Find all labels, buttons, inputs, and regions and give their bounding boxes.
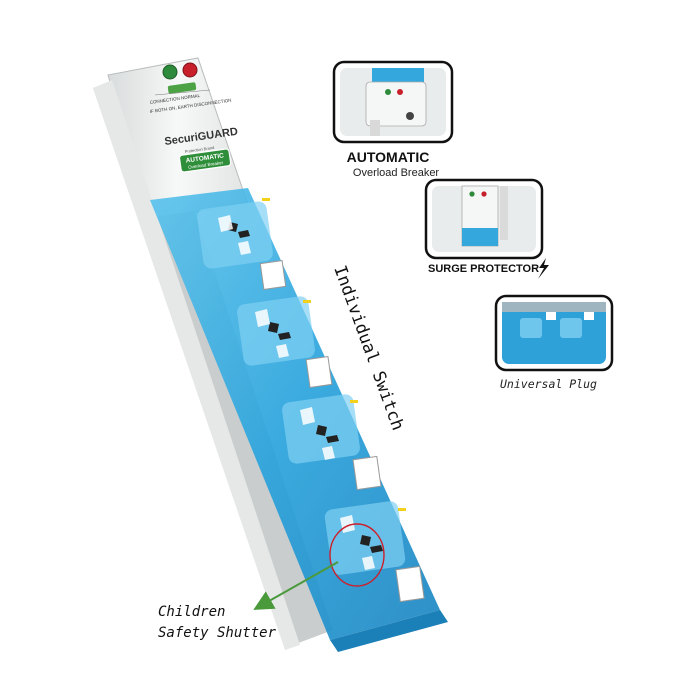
indicator-rule (154, 89, 211, 96)
socket-3 (282, 394, 382, 491)
socket-1-pins-icon (228, 222, 250, 238)
socket-4 (324, 501, 425, 603)
lightning-icon (538, 258, 549, 279)
switch-3-icon (352, 455, 382, 491)
children-label-line2: Safety Shutter (158, 625, 277, 641)
sticker-icon (167, 82, 197, 94)
switch-4-icon (395, 565, 425, 603)
switch-2-icon (305, 356, 333, 388)
callout-automatic-title: AUTOMATIC (347, 149, 430, 165)
socket-1 (197, 201, 287, 290)
switch-1-icon (259, 260, 287, 290)
callout-universal (494, 294, 614, 372)
indicator-red-icon (182, 62, 198, 78)
automatic-badge: AUTOMATIC Overload Breaker (178, 148, 232, 173)
power-strip: CONNECTION NORMAL IF BOTH ON, EARTH DISC… (93, 57, 448, 652)
indicator-green-icon (162, 64, 178, 80)
callout-surge-label: SURGE PROTECTOR (428, 263, 539, 275)
callout-universal-label: Universal Plug (500, 377, 597, 391)
socket-2-pins-icon (268, 322, 291, 340)
brand-tagline: Protection Brand (184, 145, 214, 154)
breaker-reset-icon (406, 112, 414, 120)
children-label-line1: Children (158, 604, 225, 620)
shutter-arrow-icon (253, 561, 339, 610)
badge-line2: Overload Breaker (188, 160, 224, 170)
strip-left-edge (93, 80, 300, 650)
shutter-highlight-circle (329, 523, 385, 587)
socket-4-pins-icon (360, 535, 383, 553)
callout-surge (424, 178, 544, 260)
socket-3-pins-icon (316, 425, 339, 443)
socket-2 (237, 296, 333, 388)
callout-automatic-sub: Overload Breaker (353, 167, 440, 179)
strip-blue-bottom (330, 610, 448, 652)
callout-automatic (332, 60, 454, 144)
